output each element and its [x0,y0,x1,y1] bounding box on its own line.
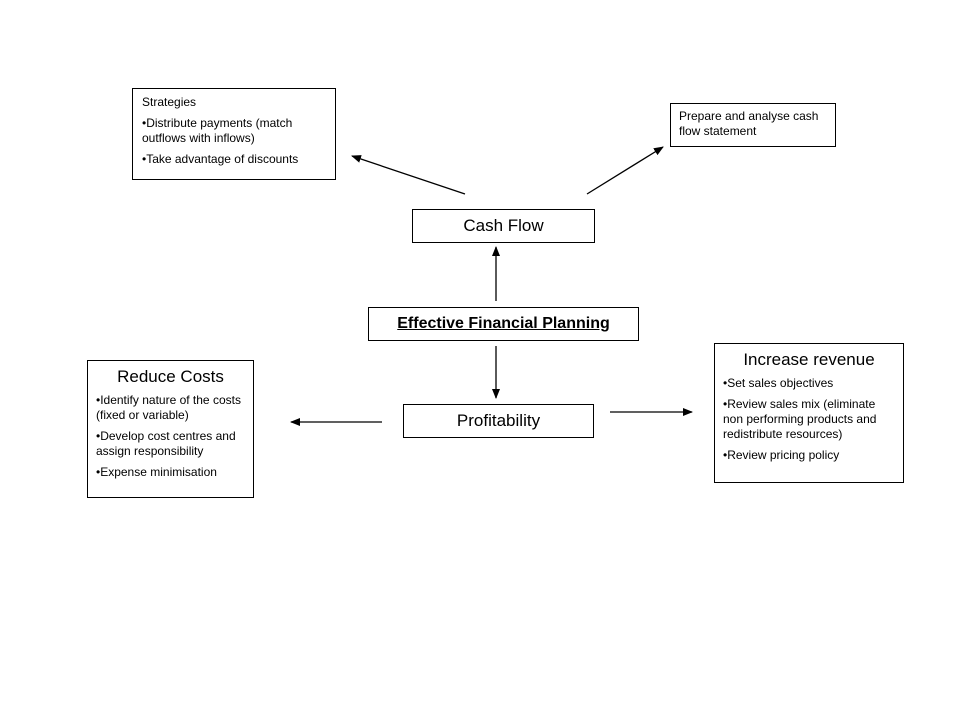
arrow-to-prepare [586,146,664,195]
increase-revenue-list: Set sales objectives Review sales mix (e… [723,376,895,463]
reduce-costs-list: Identify nature of the costs (fixed or v… [96,393,245,480]
reduce-costs-box: Reduce Costs Identify nature of the cost… [87,360,254,498]
increase-revenue-title: Increase revenue [743,350,875,369]
reduce-costs-title: Reduce Costs [117,367,224,386]
cash-flow-box: Cash Flow [412,209,595,243]
list-item: Identify nature of the costs (fixed or v… [96,393,245,423]
profitability-box: Profitability [403,404,594,438]
prepare-box: Prepare and analyse cash flow statement [670,103,836,147]
list-item: Expense minimisation [96,465,245,480]
list-item: Set sales objectives [723,376,895,391]
strategies-heading: Strategies [142,95,197,109]
cash-flow-label: Cash Flow [463,216,544,235]
list-item: Review sales mix (eliminate non performi… [723,397,895,442]
list-item: Review pricing policy [723,448,895,463]
strategies-box: Strategies Distribute payments (match ou… [132,88,336,180]
central-title: Effective Financial Planning [397,315,610,332]
prepare-text: Prepare and analyse cash flow statement [679,109,819,138]
list-item: Develop cost centres and assign responsi… [96,429,245,459]
central-box: Effective Financial Planning [368,307,639,341]
list-item: Distribute payments (match outflows with… [142,116,326,146]
profitability-label: Profitability [456,411,541,430]
arrow-to-strategies [351,155,466,195]
list-item: Take advantage of discounts [142,152,326,167]
strategies-list: Distribute payments (match outflows with… [142,116,326,167]
increase-revenue-box: Increase revenue Set sales objectives Re… [714,343,904,483]
